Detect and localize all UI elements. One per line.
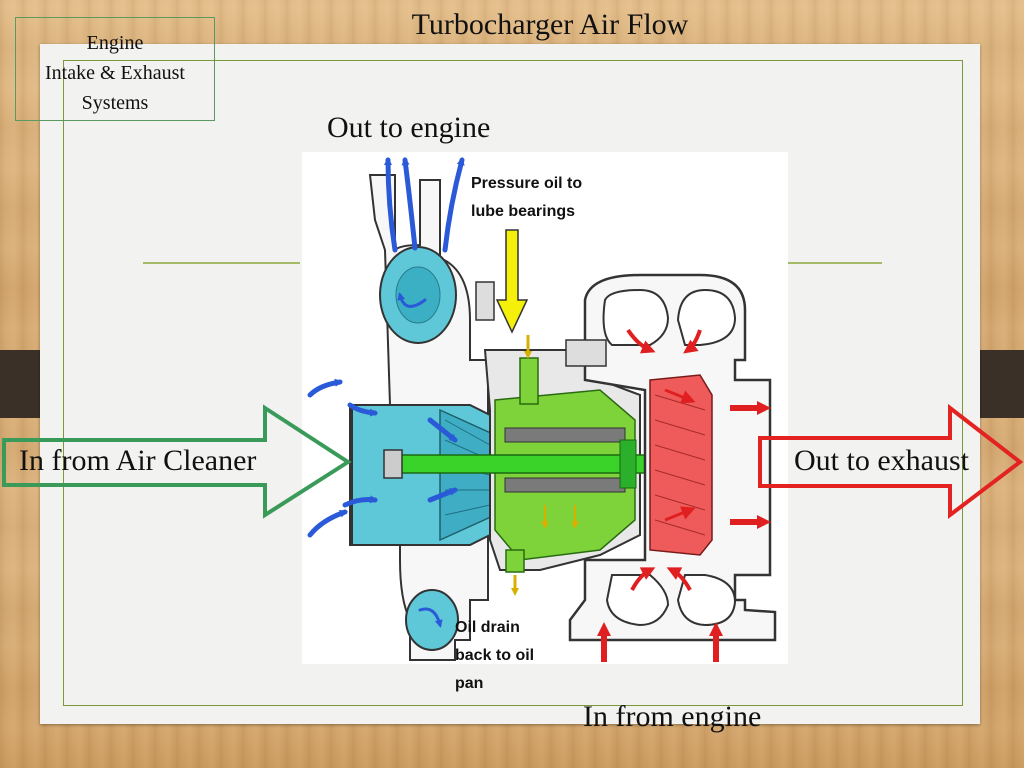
- intake-arrow: [2, 404, 352, 519]
- exhaust-arrow: [758, 403, 1024, 520]
- turbine-volute-upper-left: [602, 288, 670, 346]
- oil-inlet-port: [519, 357, 539, 405]
- label-in-from-engine: In from engine: [583, 700, 762, 733]
- label-line: pan: [455, 675, 484, 692]
- bearing-bottom: [504, 477, 626, 493]
- oil-flow-arrows: [511, 335, 579, 596]
- label-line: lube bearings: [471, 203, 576, 220]
- turbo-shaft: [394, 454, 646, 474]
- turbine-volute-lower-right: [676, 574, 737, 627]
- pressure-oil-arrow: [495, 229, 529, 334]
- turbine-blades: [654, 394, 706, 536]
- bolt-compressor: [475, 281, 495, 321]
- label-out-to-engine: Out to engine: [327, 111, 491, 144]
- shaft-collar: [619, 439, 637, 489]
- bolt-turbine: [565, 339, 607, 367]
- label-in-from-air-cleaner: In from Air Cleaner: [19, 444, 257, 477]
- topic-box: Engine Intake & Exhaust Systems: [15, 17, 215, 121]
- slide-title: Turbocharger Air Flow: [411, 8, 689, 41]
- turbine-volute-upper-right: [676, 288, 737, 346]
- shaft-nut: [383, 449, 403, 479]
- compressor-volute-bottom: [405, 589, 459, 651]
- topic-line: Engine: [86, 32, 144, 54]
- label-line: Oil drain: [455, 619, 520, 636]
- label-line: back to oil: [455, 647, 535, 664]
- compressor-volute-inner: [395, 266, 441, 324]
- label-out-to-exhaust: Out to exhaust: [794, 444, 969, 477]
- topic-line: Intake & Exhaust: [45, 62, 185, 84]
- topic-line: Systems: [81, 92, 149, 114]
- oil-drain-port: [505, 549, 525, 573]
- intake-air-flow-arrows: [307, 157, 465, 628]
- label-oil-drain: Oil drain back to oil pan: [455, 614, 534, 698]
- turbine-volute-lower-left: [605, 574, 670, 627]
- oil-chamber: [494, 389, 636, 561]
- exhaust-flow-arrows: [597, 328, 771, 662]
- bearing-top: [504, 427, 626, 443]
- label-line: Pressure oil to: [471, 175, 583, 192]
- slide-frame: [63, 60, 963, 706]
- turbine-wheel: [649, 374, 713, 556]
- label-pressure-oil: Pressure oil to lube bearings: [471, 170, 582, 226]
